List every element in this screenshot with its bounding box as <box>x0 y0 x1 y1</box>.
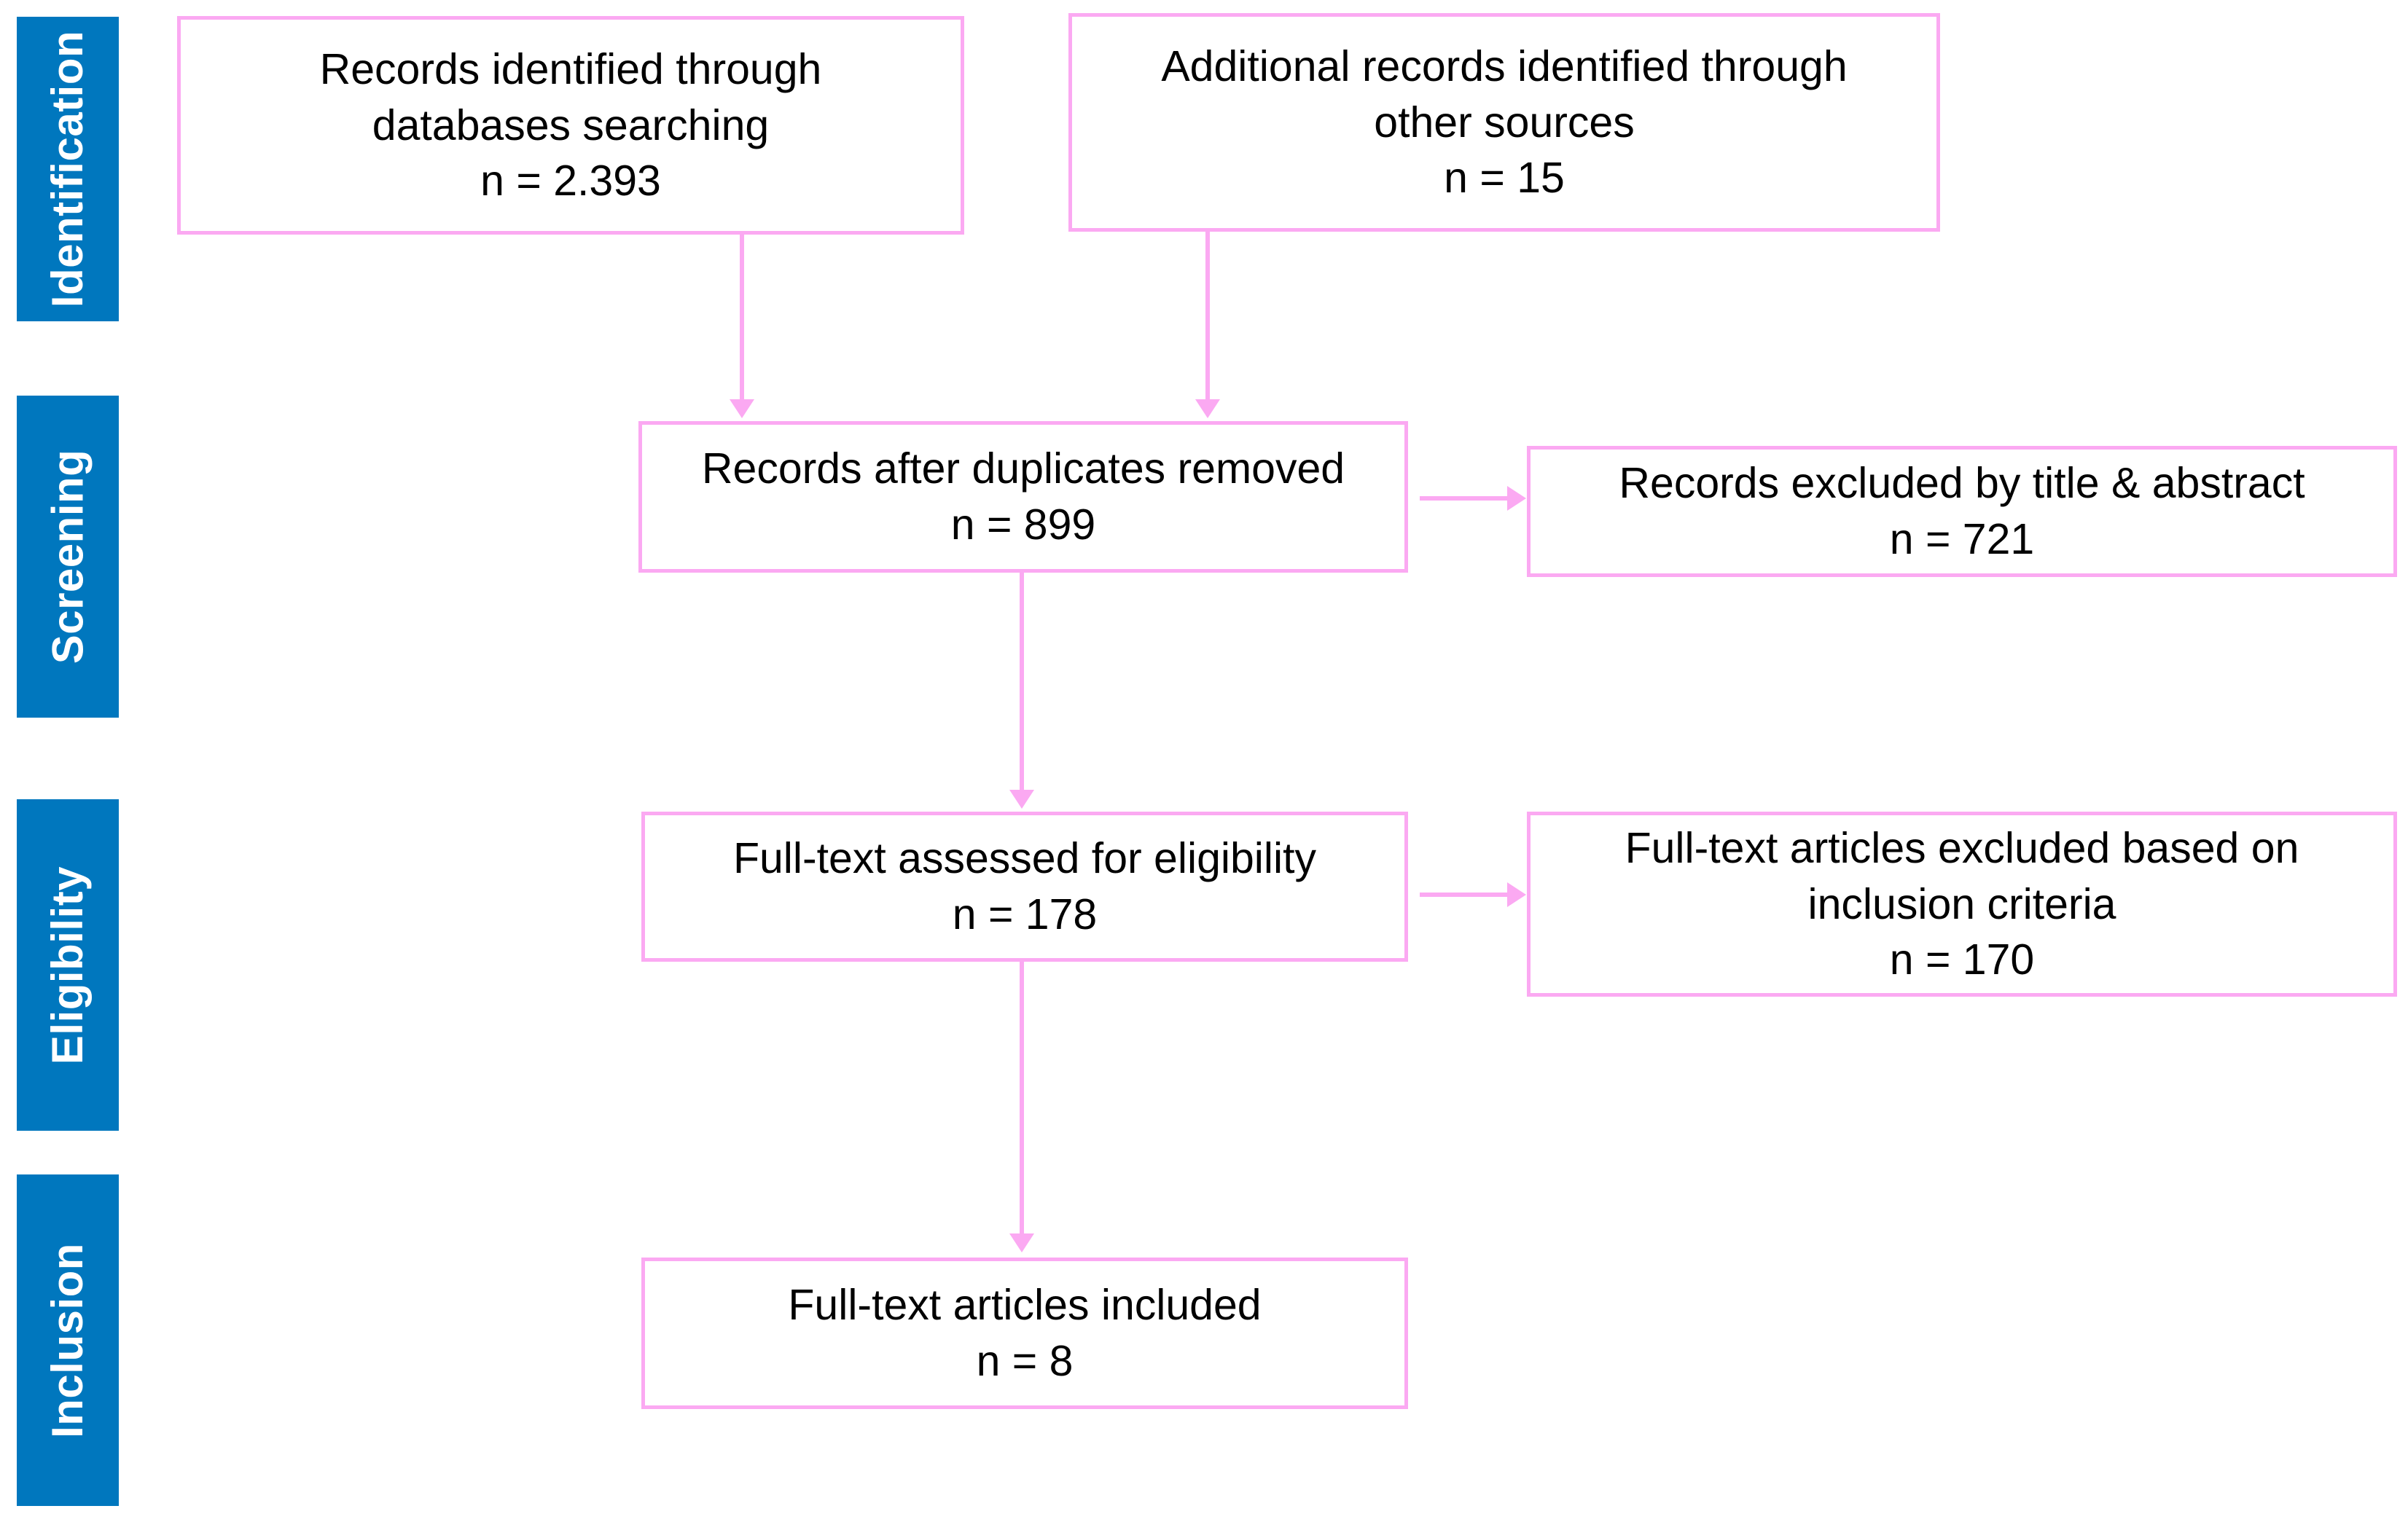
box-fulltext-assessed-for-eligibility: Full-text assessed for eligibility n = 1… <box>641 812 1408 962</box>
stage-band-screening: Screening <box>17 396 119 718</box>
arrowhead-assessed-to-included <box>1009 1233 1034 1252</box>
box-records-after-duplicates-removed: Records after duplicates removed n = 899 <box>638 421 1408 573</box>
box-records-identified-databases: Records identified through databases sea… <box>177 16 964 235</box>
stage-label-identification: Identification <box>43 30 92 308</box>
box-line: other sources <box>1374 98 1635 146</box>
box-line: Records excluded by title & abstract <box>1619 459 2305 508</box>
arrowhead-duplicates-to-fulltext-assessed <box>1009 790 1034 809</box>
box-count: n = 170 <box>1889 935 2035 984</box>
box-line: Full-text assessed for eligibility <box>732 834 1317 883</box>
box-count: n = 8 <box>976 1337 1074 1385</box>
stage-band-eligibility: Eligibility <box>17 799 119 1131</box>
arrowhead-duplicates-to-excluded-title-abstract <box>1507 486 1526 511</box>
stage-band-identification: Identification <box>17 17 119 321</box>
box-line: Full-text articles excluded based on <box>1625 823 2299 872</box>
connector-duplicates-to-excluded-title-abstract <box>1420 496 1509 501</box>
box-line: databases searching <box>372 101 770 149</box>
box-line: Records after duplicates removed <box>701 444 1345 493</box>
stage-label-screening: Screening <box>43 449 93 664</box>
box-count: n = 178 <box>952 890 1098 938</box>
arrowhead-databases-to-duplicates <box>730 399 754 418</box>
box-fulltext-articles-included: Full-text articles included n = 8 <box>641 1258 1408 1409</box>
connector-assessed-to-included <box>1020 962 1024 1235</box>
box-line: inclusion criteria <box>1807 879 2116 928</box>
box-line: Additional records identified through <box>1161 42 1848 90</box>
box-additional-records-other-sources: Additional records identified through ot… <box>1068 13 1940 232</box>
box-count: n = 721 <box>1889 515 2035 563</box>
box-fulltext-articles-excluded: Full-text articles excluded based on inc… <box>1527 812 2397 997</box>
box-count: n = 15 <box>1444 154 1565 203</box>
connector-other-sources-to-duplicates <box>1205 232 1210 401</box>
stage-label-eligibility: Eligibility <box>43 866 93 1064</box>
stage-band-inclusion: Inclusion <box>17 1174 119 1506</box>
connector-databases-to-duplicates <box>740 235 744 401</box>
connector-assessed-to-fulltext-excluded <box>1420 893 1509 897</box>
box-records-excluded-title-abstract: Records excluded by title & abstract n =… <box>1527 446 2397 577</box>
box-count: n = 2.393 <box>480 157 661 205</box>
connector-duplicates-to-fulltext-assessed <box>1020 573 1024 791</box>
arrowhead-assessed-to-fulltext-excluded <box>1507 882 1526 907</box>
box-line: Full-text articles included <box>788 1281 1262 1330</box>
box-count: n = 899 <box>950 501 1096 549</box>
stage-label-inclusion: Inclusion <box>43 1242 93 1438</box>
box-line: Records identified through <box>319 44 822 93</box>
arrowhead-other-sources-to-duplicates <box>1195 399 1220 418</box>
